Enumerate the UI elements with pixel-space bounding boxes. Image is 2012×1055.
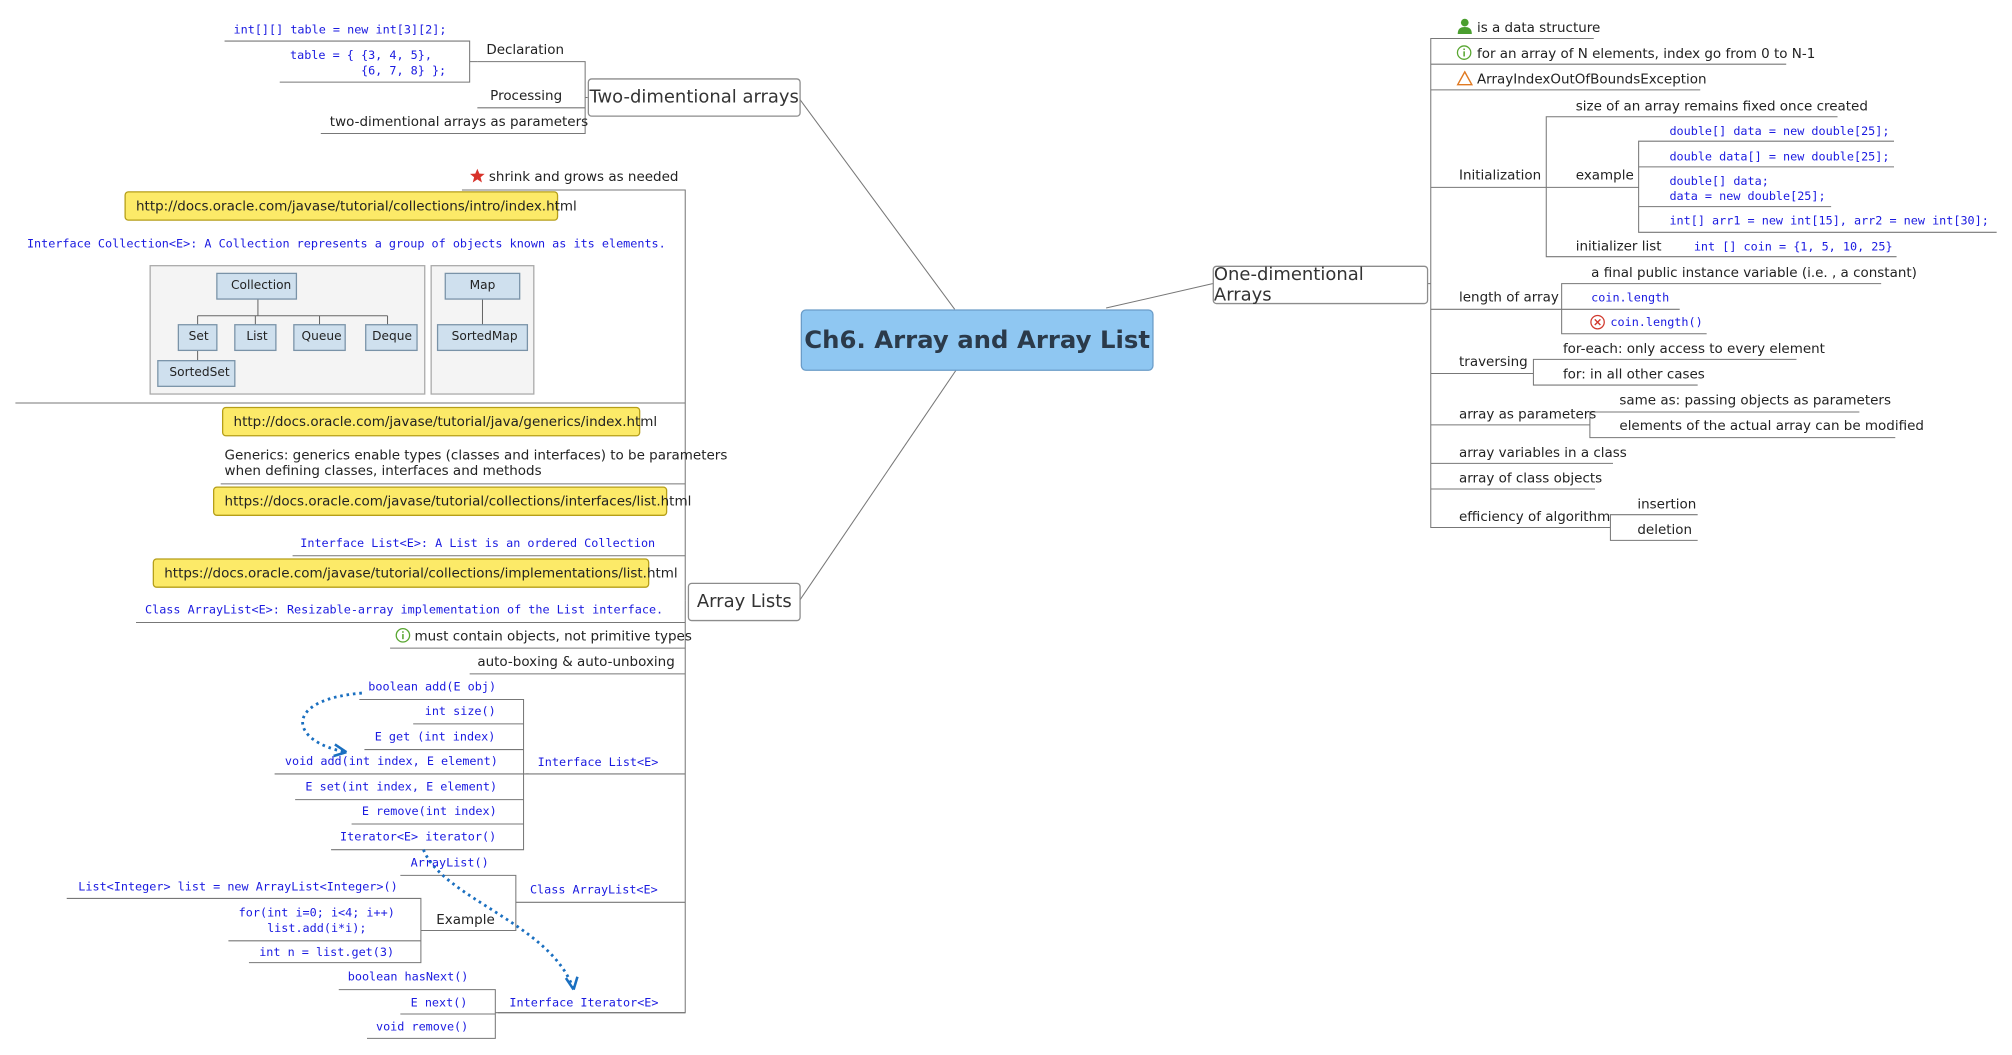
node-interface-collection[interactable]: Interface Collection<E>: A Collection re… bbox=[26, 237, 666, 252]
node-exception[interactable]: ArrayIndexOutOfBoundsException bbox=[1476, 71, 1707, 88]
collections-link-text[interactable]: http://docs.oracle.com/javase/tutorial/c… bbox=[136, 198, 577, 214]
method-iterator[interactable]: Iterator<E> iterator() bbox=[340, 830, 497, 845]
impl-link-text[interactable]: https://docs.oracle.com/javase/tutorial/… bbox=[164, 565, 678, 581]
method-add-index[interactable]: void add(int index, E element) bbox=[284, 754, 498, 769]
node-array-vars-class[interactable]: array variables in a class bbox=[1458, 445, 1627, 461]
person-icon bbox=[1457, 18, 1472, 35]
node-2d-params[interactable]: two-dimentional arrays as parameters bbox=[329, 114, 589, 130]
method-hasnext[interactable]: boolean hasNext() bbox=[347, 970, 469, 985]
node-processing[interactable]: Processing bbox=[490, 88, 563, 104]
central-topic[interactable]: Ch6. Array and Array List bbox=[800, 309, 1154, 371]
hierarchy-collection: Collection bbox=[230, 278, 292, 293]
node-init-example[interactable]: example bbox=[1575, 168, 1634, 184]
node-same-as[interactable]: same as: passing objects as parameters bbox=[1619, 392, 1891, 409]
info-icon bbox=[395, 628, 411, 643]
node-fixed-size[interactable]: size of an array remains fixed once crea… bbox=[1575, 98, 1868, 115]
hierarchy-map: Map bbox=[469, 278, 496, 293]
node-example[interactable]: Example bbox=[436, 912, 495, 928]
node-data-structure[interactable]: is a data structure bbox=[1476, 20, 1601, 36]
list-link-text[interactable]: https://docs.oracle.com/javase/tutorial/… bbox=[224, 493, 692, 509]
method-next[interactable]: E next() bbox=[410, 995, 468, 1011]
generics-link-text[interactable]: http://docs.oracle.com/javase/tutorial/j… bbox=[233, 413, 658, 430]
init-code-1[interactable]: double[] data = new double[25]; bbox=[1669, 124, 1890, 139]
node-class-arraylist[interactable]: Class ArrayList<E> bbox=[529, 883, 658, 898]
example-code-1[interactable]: List<Integer> list = new ArrayList<Integ… bbox=[78, 880, 398, 895]
node-initialization[interactable]: Initialization bbox=[1458, 168, 1542, 184]
callout-list-link[interactable]: https://docs.oracle.com/javase/tutorial/… bbox=[213, 486, 691, 516]
node-shrink-grow[interactable]: shrink and grows as needed bbox=[488, 169, 679, 185]
node-class-arraylist-desc[interactable]: Class ArrayList<E>: Resizable-array impl… bbox=[145, 603, 664, 618]
method-remove[interactable]: E remove(int index) bbox=[361, 804, 497, 819]
example-code-2[interactable]: for(int i=0; i<4; i++) list.add(i*i); bbox=[238, 906, 395, 936]
info-icon bbox=[1456, 45, 1472, 60]
method-add[interactable]: boolean add(E obj) bbox=[368, 680, 497, 695]
node-initializer-list[interactable]: initializer list bbox=[1575, 238, 1662, 255]
node-declaration-code-2[interactable]: table = { {3, 4, 5}, {6, 7, 8} }; bbox=[290, 48, 447, 79]
collection-hierarchy-image bbox=[142, 257, 543, 400]
hierarchy-sortedset: SortedSet bbox=[169, 365, 230, 380]
node-traversing[interactable]: traversing bbox=[1458, 354, 1528, 370]
hierarchy-sortedmap: SortedMap bbox=[451, 329, 518, 344]
node-modified[interactable]: elements of the actual array can be modi… bbox=[1619, 418, 1924, 434]
initializer-code[interactable]: int [] coin = {1, 5, 10, 25} bbox=[1693, 240, 1893, 255]
hierarchy-list: List bbox=[246, 329, 268, 344]
node-coin-length[interactable]: coin.length bbox=[1591, 291, 1670, 306]
callout-generics-link[interactable]: http://docs.oracle.com/javase/tutorial/j… bbox=[221, 406, 657, 437]
example-code-3[interactable]: int n = list.get(3) bbox=[259, 945, 395, 961]
callout-collections-link[interactable]: http://docs.oracle.com/javase/tutorial/c… bbox=[124, 191, 577, 221]
node-arraylist-ctor[interactable]: ArrayList() bbox=[410, 856, 489, 871]
node-final-var[interactable]: a final public instance variable (i.e. ,… bbox=[1591, 265, 1917, 282]
node-interface-list-desc[interactable]: Interface List<E>: A List is an ordered … bbox=[300, 536, 656, 551]
node-autoboxing[interactable]: auto-boxing & auto-unboxing bbox=[477, 654, 675, 670]
topic-two-dimentional-arrays[interactable]: Two-dimentional arrays bbox=[587, 78, 801, 117]
node-insertion[interactable]: insertion bbox=[1637, 496, 1697, 513]
node-for-other[interactable]: for: in all other cases bbox=[1562, 367, 1705, 383]
init-code-4[interactable]: int[] arr1 = new int[15], arr2 = new int… bbox=[1669, 214, 1989, 229]
node-must-contain[interactable]: must contain objects, not primitive type… bbox=[414, 628, 692, 645]
node-generics[interactable]: Generics: generics enable types (classes… bbox=[224, 447, 728, 479]
node-efficiency[interactable]: efficiency of algorithm bbox=[1458, 509, 1611, 525]
error-icon bbox=[1590, 314, 1605, 330]
node-array-as-params[interactable]: array as parameters bbox=[1458, 406, 1597, 423]
node-deletion[interactable]: deletion bbox=[1637, 522, 1693, 538]
method-size[interactable]: int size() bbox=[424, 704, 496, 719]
star-icon bbox=[470, 168, 485, 183]
method-iter-remove[interactable]: void remove() bbox=[375, 1020, 469, 1035]
node-declaration-code-1[interactable]: int[][] table = new int[3][2]; bbox=[233, 23, 447, 38]
topic-one-dimentional-arrays[interactable]: One-dimentional Arrays bbox=[1212, 264, 1429, 305]
node-index-range[interactable]: for an array of N elements, index go fro… bbox=[1476, 46, 1816, 62]
hierarchy-queue: Queue bbox=[301, 329, 342, 344]
init-code-3[interactable]: double[] data; data = new double[25]; bbox=[1669, 174, 1826, 205]
hierarchy-set: Set bbox=[188, 329, 209, 344]
node-declaration[interactable]: Declaration bbox=[486, 42, 565, 58]
method-set[interactable]: E set(int index, E element) bbox=[305, 780, 498, 795]
callout-impl-link[interactable]: https://docs.oracle.com/javase/tutorial/… bbox=[152, 558, 678, 588]
hierarchy-deque: Deque bbox=[372, 329, 412, 344]
method-get[interactable]: E get (int index) bbox=[374, 730, 496, 745]
node-for-each[interactable]: for-each: only access to every element bbox=[1562, 341, 1825, 357]
init-code-2[interactable]: double data[] = new double[25]; bbox=[1669, 150, 1890, 165]
topic-array-lists[interactable]: Array Lists bbox=[687, 582, 801, 622]
node-length-of-array[interactable]: length of array bbox=[1458, 290, 1559, 306]
node-interface-list[interactable]: Interface List<E> bbox=[537, 755, 659, 771]
node-array-class-objects[interactable]: array of class objects bbox=[1458, 471, 1603, 487]
node-coin-length-wrong[interactable]: coin.length() bbox=[1610, 315, 1703, 330]
node-interface-iterator[interactable]: Interface Iterator<E> bbox=[509, 995, 659, 1011]
warning-icon bbox=[1456, 70, 1474, 86]
